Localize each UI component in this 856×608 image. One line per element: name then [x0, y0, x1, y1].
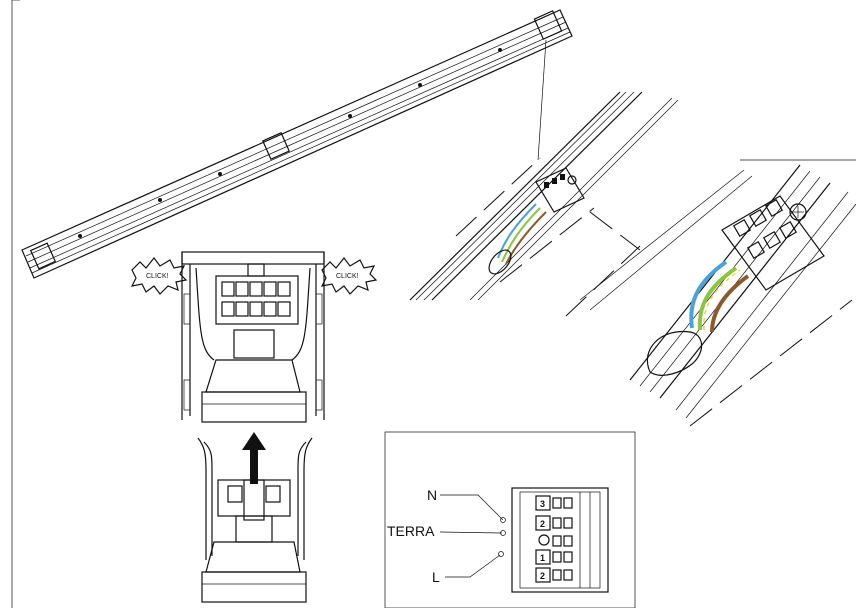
- insert-arrow-icon: [242, 432, 266, 484]
- terminal-2-slot-top: [535, 515, 551, 531]
- wire-green-small: [501, 207, 541, 263]
- click-callout-right: CLICK!: [320, 257, 378, 295]
- cable-gland-small: [488, 249, 512, 275]
- click-text-right: CLICK!: [336, 273, 359, 280]
- spring-clip: [247, 263, 265, 277]
- earth-icon: [538, 534, 550, 546]
- base-housing-upper: [201, 391, 307, 423]
- zoom-view-medium: [409, 91, 679, 301]
- connector-block-large: [721, 195, 825, 291]
- click-text-left: CLICK!: [146, 273, 169, 280]
- track-end-cap-right: [533, 10, 563, 40]
- wire-green-large: [697, 266, 738, 331]
- front-section-before: [197, 437, 313, 603]
- svg-text:1: 1: [540, 553, 545, 563]
- label-n: N: [427, 487, 437, 503]
- track-end-cap-left: [29, 242, 57, 270]
- wire-brown-small: [505, 211, 547, 265]
- leader-l: [445, 554, 501, 578]
- terminal-1-slot: [535, 549, 551, 565]
- svg-text:2: 2: [540, 571, 545, 581]
- terminal-block: 3 2 1 2: [511, 487, 609, 593]
- leader-terra: [439, 531, 503, 534]
- label-terra: TERRA: [387, 523, 435, 539]
- click-callout-left: CLICK!: [130, 257, 188, 295]
- terminal-3-slot: [535, 495, 551, 511]
- wire-blue-large: [689, 260, 728, 329]
- svg-text:2: 2: [540, 519, 545, 529]
- label-l: L: [432, 569, 440, 585]
- cable-gland-large: [646, 330, 703, 376]
- svg-text:3: 3: [540, 499, 545, 509]
- connector-block-small: [535, 167, 585, 213]
- track-profile: [21, 9, 573, 279]
- front-section-installed: [181, 251, 325, 423]
- base-housing-lower: [201, 571, 307, 603]
- terminal-2-slot-bottom: [535, 567, 551, 583]
- connector-front: [215, 275, 299, 325]
- wire-blue-small: [497, 203, 537, 259]
- screw-icon: [567, 175, 577, 185]
- screw-icon-large: [789, 203, 807, 221]
- track-joiner: [262, 132, 290, 160]
- wiring-detail-box: 3 2 1 2 N TERRA L: [384, 431, 636, 608]
- zoom-view-large: [565, 159, 856, 427]
- zoom-leader-line: [537, 39, 547, 161]
- wire-brown-large: [710, 274, 750, 333]
- leader-n: [440, 494, 504, 521]
